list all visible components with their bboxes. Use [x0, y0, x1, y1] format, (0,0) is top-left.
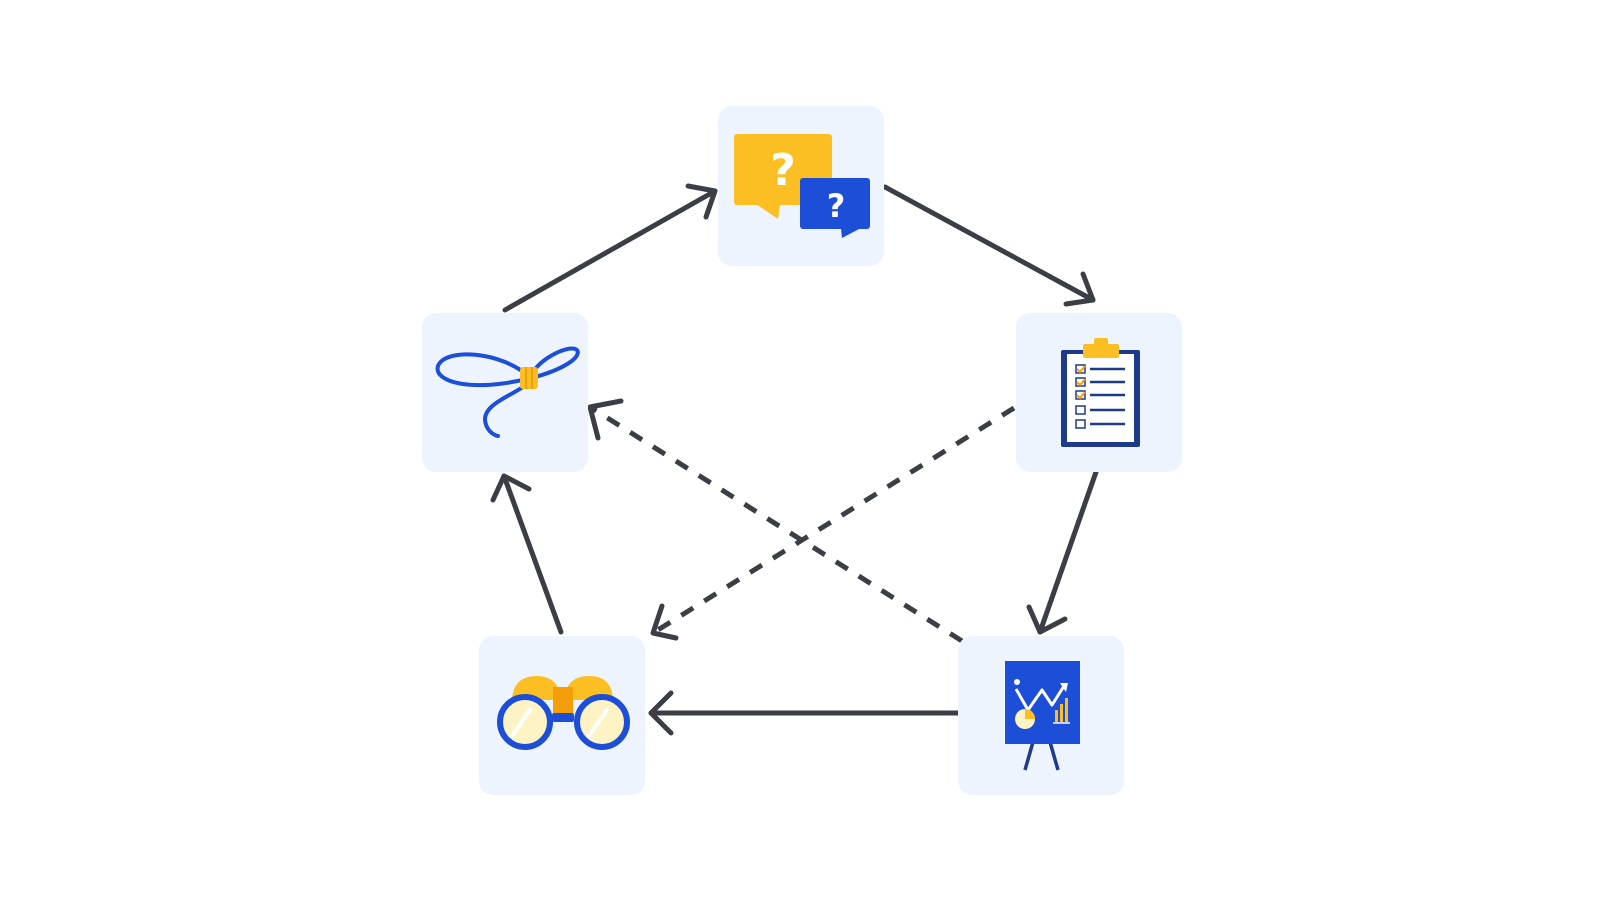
edge-presentation-to-connect-dashed: [587, 398, 964, 644]
node-checklist: [1016, 313, 1182, 472]
checklist-rows: [1075, 364, 1125, 429]
edge-observe-to-connect: [490, 473, 564, 635]
edges: [490, 183, 1099, 736]
edge-checklist-to-observe-dashed: [650, 405, 1016, 641]
binoculars-icon: [497, 676, 630, 750]
clipboard-checklist-icon: [1061, 338, 1140, 447]
edge-checklist-to-presentation: [1026, 469, 1099, 635]
edge-connect-to-questions: [502, 183, 718, 313]
knotted-rope-icon: [435, 346, 580, 438]
edge-questions-to-checklist: [882, 184, 1096, 307]
node-connect: [422, 313, 588, 472]
question-mark-primary: ?: [770, 145, 796, 196]
presentation-board-icon: [1005, 661, 1080, 771]
node-observe: [479, 636, 645, 795]
node-presentation: [958, 636, 1124, 795]
question-mark-secondary: ?: [827, 187, 846, 225]
speech-bubbles-question-icon: ? ?: [734, 134, 870, 238]
edge-presentation-to-observe: [648, 690, 961, 736]
node-questions: ? ?: [718, 106, 884, 266]
